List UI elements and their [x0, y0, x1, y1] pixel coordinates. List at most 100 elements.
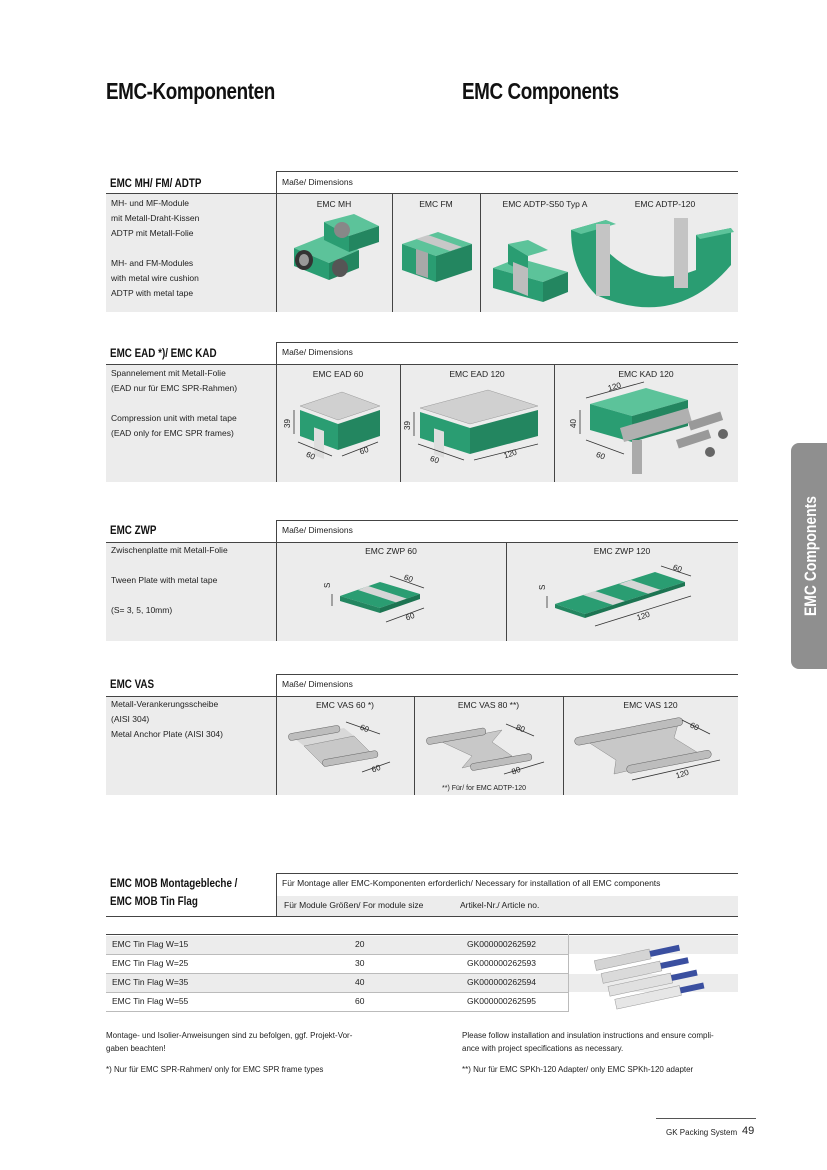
- col-emc-ead-120: EMC EAD 120: [449, 369, 505, 379]
- row-article: GK000000262593: [467, 958, 537, 968]
- row-name: EMC Tin Flag W=15: [112, 939, 189, 949]
- section-mob-title-2: EMC MOB Tin Flag: [110, 894, 198, 908]
- page-title-de: EMC-Komponenten: [106, 78, 275, 104]
- col-emc-vas-60: EMC VAS 60 *): [316, 700, 374, 710]
- zwp60-dim-d: 60: [403, 573, 415, 585]
- mob-col-size: Für Module Größen/ For module size: [284, 900, 424, 910]
- mh-desc-5: MH- and FM-Modules: [111, 258, 194, 268]
- row-article: GK000000262594: [467, 977, 537, 987]
- emc-zwp-120-illustration: S 60 120: [538, 563, 692, 627]
- section-zwp-title: EMC ZWP: [110, 523, 157, 537]
- ead-desc-1: Spannelement mit Metall-Folie: [111, 368, 226, 378]
- zwp120-dim-w: 120: [636, 610, 652, 623]
- section-mob-title-1: EMC MOB Montagebleche /: [110, 876, 238, 890]
- section-ead-title: EMC EAD *)/ EMC KAD: [110, 346, 217, 360]
- ead-desc-2: (EAD nur für EMC SPR-Rahmen): [111, 383, 238, 393]
- col-emc-kad-120: EMC KAD 120: [618, 369, 674, 379]
- vas120-dim-b: 120: [675, 768, 691, 781]
- col-emc-mh: EMC MH: [316, 199, 352, 209]
- emc-vas-120-illustration: 60 120: [574, 717, 721, 781]
- footer-en-note: **) Nur für EMC SPKh-120 Adapter/ only E…: [462, 1065, 694, 1074]
- side-tab: EMC Components: [791, 443, 827, 669]
- ead120-dim-w: 60: [429, 454, 441, 466]
- col-emc-zwp-60: EMC ZWP 60: [365, 546, 417, 556]
- footer-de-line-2: gaben beachten!: [106, 1044, 166, 1053]
- kad120-dim-l: 120: [607, 380, 623, 392]
- row-name: EMC Tin Flag W=25: [112, 958, 189, 968]
- zwp120-dim-d: 60: [672, 563, 684, 575]
- ead120-dim-h: 39: [403, 421, 412, 430]
- table-row: EMC Tin Flag W=35 40 GK000000262594: [106, 974, 738, 992]
- row-name: EMC Tin Flag W=35: [112, 977, 189, 987]
- row-size: 60: [355, 996, 365, 1006]
- dimensions-label-ead: Maße/ Dimensions: [282, 347, 353, 357]
- col-emc-adtp-120: EMC ADTP-120: [634, 199, 696, 209]
- col-emc-zwp-120: EMC ZWP 120: [593, 546, 651, 556]
- emc-vas-60-illustration: 60 60: [288, 721, 391, 775]
- emc-adtp-s50-illustration: [493, 240, 568, 302]
- emc-adtp-120-illustration: [571, 218, 734, 308]
- ead120-dim-d: 120: [503, 448, 519, 461]
- ead60-dim-w: 60: [305, 450, 317, 462]
- vas-footnote: **) Für/ for EMC ADTP-120: [442, 785, 527, 792]
- mh-desc-1: MH- und MF-Module: [111, 198, 189, 208]
- ead-desc-5: (EAD only for EMC SPR frames): [111, 428, 234, 438]
- kad120-dim-w: 60: [595, 450, 607, 462]
- ead-desc-4: Compression unit with metal tape: [111, 413, 237, 423]
- col-emc-adtp-s50: EMC ADTP-S50 Typ A: [502, 199, 588, 209]
- zwp60-dim-s: S: [323, 583, 332, 588]
- mh-desc-3: ADTP mit Metall-Folie: [111, 228, 194, 238]
- col-emc-ead-60: EMC EAD 60: [312, 369, 364, 379]
- footer-en-line-2: ance with project specifications as nece…: [462, 1044, 624, 1053]
- mh-desc-2: mit Metall-Draht-Kissen: [111, 213, 200, 223]
- mh-desc-6: with metal wire cushion: [111, 273, 199, 283]
- table-row: EMC Tin Flag W=15 20 GK000000262592: [106, 936, 738, 954]
- footer-de-line-1: Montage- und Isolier-Anweisungen sind zu…: [106, 1031, 353, 1040]
- mob-note: Für Montage aller EMC-Komponenten erford…: [282, 878, 661, 888]
- row-article: GK000000262595: [467, 996, 537, 1006]
- emc-kad-120-illustration: 120 40 60: [569, 380, 728, 474]
- tin-flag-illustration: [593, 944, 705, 1010]
- emc-ead-120-illustration: 39 60 120: [403, 389, 539, 466]
- kad120-dim-h: 40: [569, 419, 578, 428]
- zwp60-dim-w: 60: [404, 611, 416, 623]
- ead60-dim-d: 60: [358, 445, 370, 457]
- col-emc-fm: EMC FM: [419, 199, 453, 209]
- row-size: 30: [355, 958, 365, 968]
- dimensions-label-zwp: Maße/ Dimensions: [282, 525, 353, 535]
- mob-col-article: Artikel-Nr./ Article no.: [460, 900, 540, 910]
- vas-desc-1: Metall-Verankerungsscheibe: [111, 699, 219, 709]
- side-tab-label: EMC Components: [801, 495, 820, 617]
- section-mh-title: EMC MH/ FM/ ADTP: [110, 176, 202, 190]
- emc-mh-illustration: [294, 214, 379, 280]
- section-vas-title: EMC VAS: [110, 677, 155, 691]
- vas60-dim-a: 60: [359, 723, 371, 735]
- vas80-dim-a: 80: [515, 723, 527, 735]
- row-article: GK000000262592: [467, 939, 537, 949]
- emc-vas-80-illustration: 80 80: [426, 723, 545, 777]
- row-name: EMC Tin Flag W=55: [112, 996, 189, 1006]
- page-title-en: EMC Components: [462, 78, 619, 104]
- dimensions-label-vas: Maße/ Dimensions: [282, 679, 353, 689]
- emc-ead-60-illustration: 39 60 60: [283, 391, 381, 462]
- vas60-dim-b: 60: [370, 763, 382, 775]
- table-row: EMC Tin Flag W=55 60 GK000000262595: [106, 993, 738, 1011]
- vas-desc-3: Metal Anchor Plate (AISI 304): [111, 729, 223, 739]
- zwp-desc-1: Zwischenplatte mit Metall-Folie: [111, 545, 228, 555]
- mh-desc-7: ADTP with metal tape: [111, 288, 194, 298]
- vas-desc-2: (AISI 304): [111, 714, 150, 724]
- emc-fm-illustration: [402, 232, 472, 282]
- zwp120-dim-s: S: [538, 585, 547, 590]
- vas120-dim-a: 60: [689, 721, 701, 733]
- footer-brand: GK Packing System: [666, 1128, 738, 1137]
- vas80-dim-b: 80: [510, 765, 522, 777]
- ead60-dim-h: 39: [283, 419, 292, 428]
- zwp-desc-5: (S= 3, 5, 10mm): [111, 605, 173, 615]
- page-number: 49: [742, 1125, 755, 1137]
- footer-de-note: *) Nur für EMC SPR-Rahmen/ only for EMC …: [106, 1065, 324, 1074]
- col-emc-vas-120: EMC VAS 120: [623, 700, 678, 710]
- row-size: 40: [355, 977, 365, 987]
- row-size: 20: [355, 939, 365, 949]
- zwp-desc-3: Tween Plate with metal tape: [111, 575, 218, 585]
- footer-en-line-1: Please follow installation and insulatio…: [462, 1031, 714, 1040]
